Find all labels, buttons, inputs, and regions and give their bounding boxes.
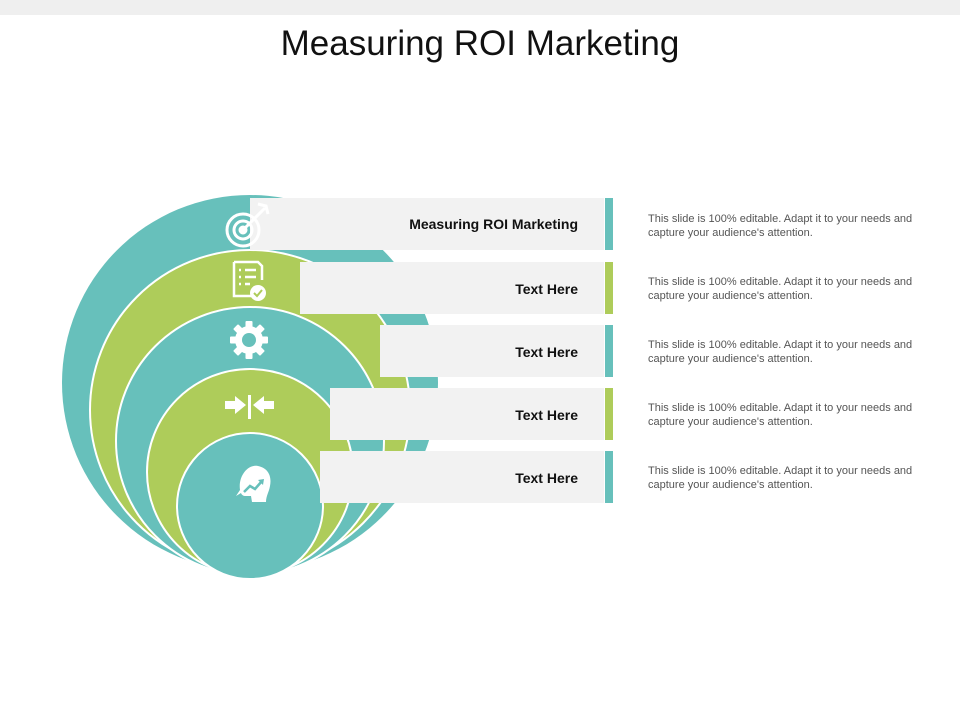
target-arrow-icon <box>225 202 270 248</box>
checklist-icon <box>232 260 266 301</box>
row-description-1: This slide is 100% editable. Adapt it to… <box>648 213 913 239</box>
row-label-5: Text Here <box>515 470 578 486</box>
row-accent-bar-3 <box>605 325 613 377</box>
arrows-inward-icon <box>225 395 274 419</box>
row-description-4: This slide is 100% editable. Adapt it to… <box>648 402 913 428</box>
row-label-1: Measuring ROI Marketing <box>409 216 578 232</box>
row-description-3: This slide is 100% editable. Adapt it to… <box>648 339 913 365</box>
arch-layer-5 <box>176 432 324 580</box>
row-accent-bar-5 <box>605 451 613 503</box>
head-growth-icon <box>236 465 271 502</box>
row-accent-bar-4 <box>605 388 613 440</box>
slide-title: Measuring ROI Marketing <box>280 24 680 63</box>
row-accent-bar-1 <box>605 198 613 250</box>
row-label-3: Text Here <box>515 344 578 360</box>
row-accent-bar-2 <box>605 262 613 314</box>
row-description-2: This slide is 100% editable. Adapt it to… <box>648 276 913 302</box>
top-strip <box>0 0 960 15</box>
gear-icon <box>230 321 268 359</box>
row-description-5: This slide is 100% editable. Adapt it to… <box>648 465 913 491</box>
row-label-2: Text Here <box>515 281 578 297</box>
row-label-4: Text Here <box>515 407 578 423</box>
